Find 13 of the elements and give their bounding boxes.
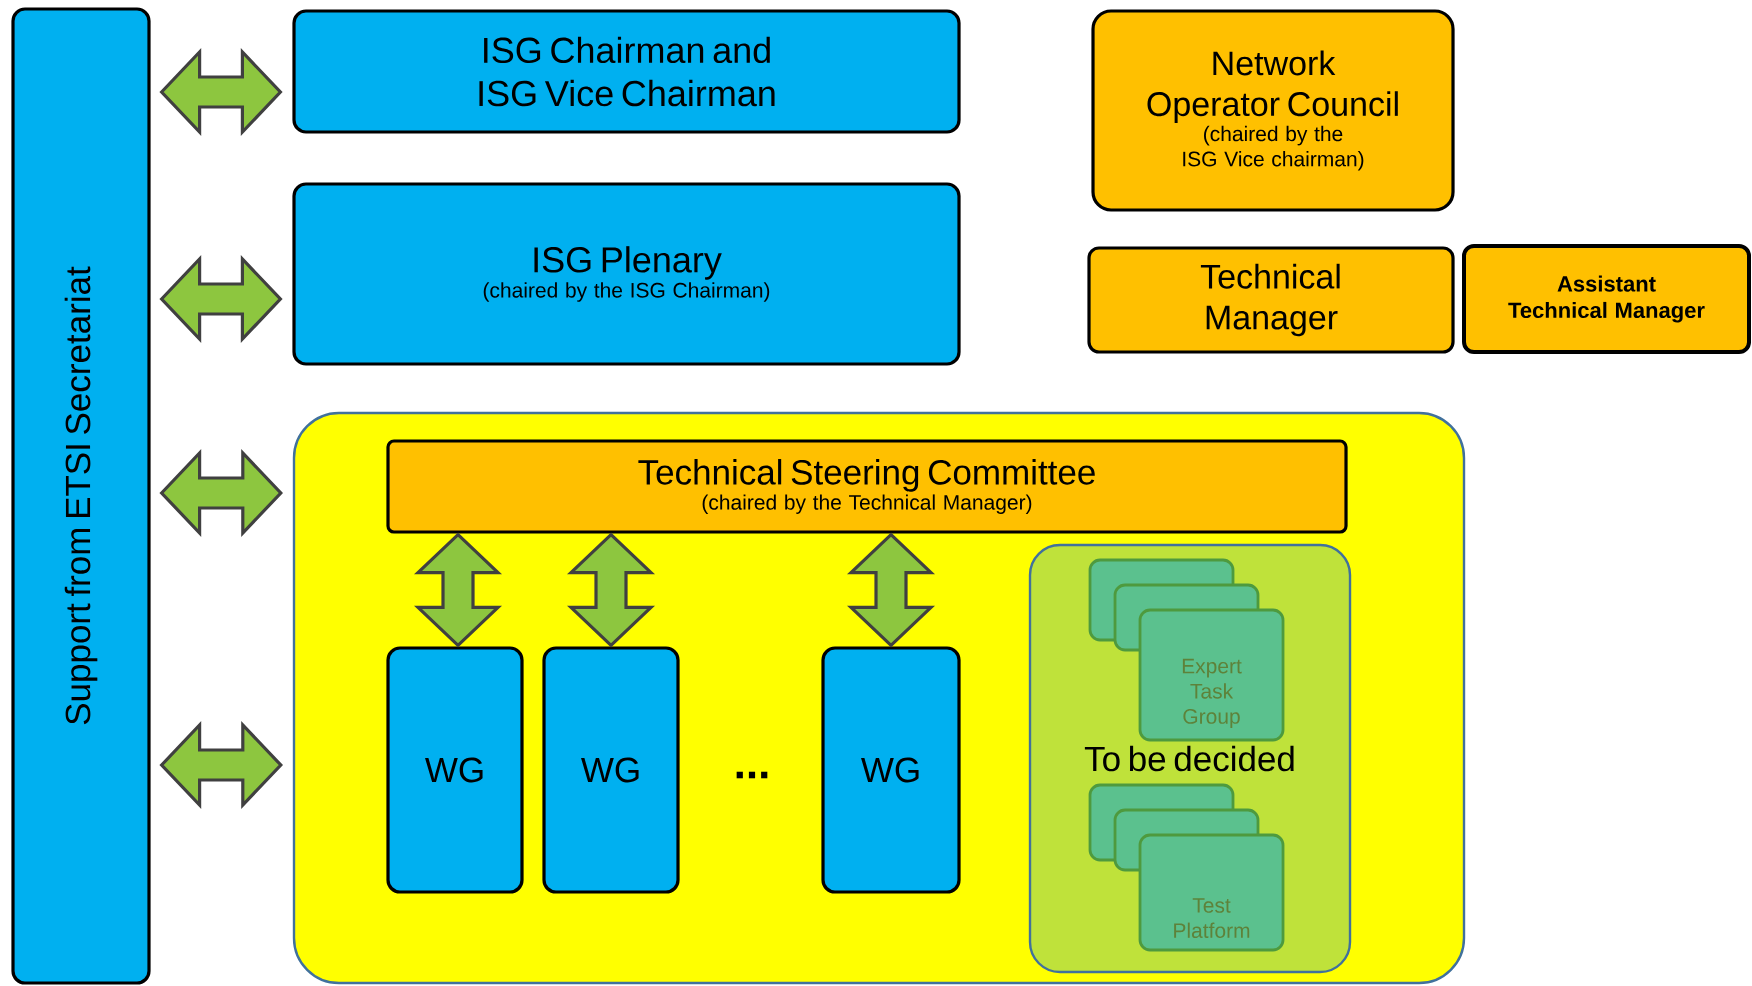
ellipsis-label: ...: [736, 771, 768, 779]
support-bar: Support from ETSI Secretariat: [11, 7, 151, 985]
working-group-box: WG: [386, 646, 524, 894]
role-box: Technical Manager: [1087, 246, 1455, 354]
process-box: ISG Chairman and ISG Vice Chairman: [292, 9, 961, 134]
card: Test Platform: [1138, 833, 1285, 952]
working-group-box: WG: [542, 646, 680, 894]
role-box: Assistant Technical Manager: [1462, 244, 1751, 354]
role-box: Network Operator Council (chaired by the ISG Vice chairman): [1091, 9, 1455, 212]
committee-box: Technical Steering Committee (chaired by the Technical Manager): [386, 439, 1348, 534]
card: Expert Task Group: [1138, 608, 1285, 742]
working-group-box: WG: [821, 646, 961, 894]
process-box: ISG Plenary (chaired by the ISG Chairman): [292, 182, 961, 366]
